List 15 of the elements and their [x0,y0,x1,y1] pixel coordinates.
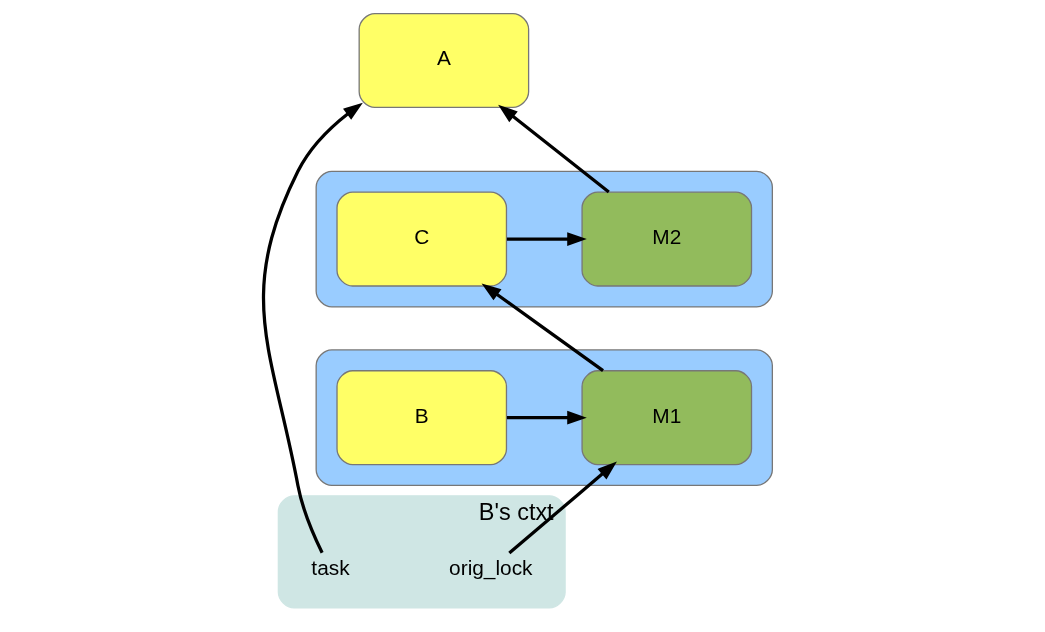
node-box: B [335,370,507,466]
node-text: task [310,556,350,580]
arrow [506,410,587,425]
arrow [507,461,617,555]
node-box: A [358,12,529,109]
arrow [261,102,363,554]
arrow [481,283,604,372]
cluster [315,349,773,487]
node-text: orig_lock [448,556,533,580]
node-box: M1 [580,370,752,466]
arrow [506,232,587,246]
cluster [315,170,773,308]
node-box: C [335,191,507,287]
arrow [497,104,610,194]
node-box: M2 [580,191,752,287]
